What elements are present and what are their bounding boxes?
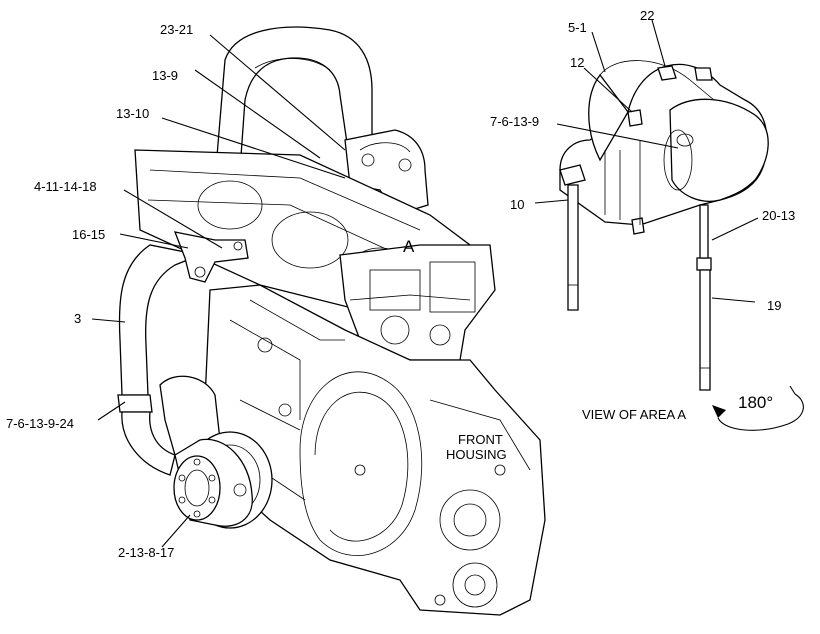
callout-22: 22	[640, 8, 654, 23]
callout-13-10: 13-10	[116, 106, 149, 121]
coolant-tube	[117, 231, 249, 476]
callout-7-6-13-9-24: 7-6-13-9-24	[6, 416, 74, 431]
rotation-arrow	[712, 385, 804, 431]
view-caption: VIEW OF AREA A	[582, 407, 686, 422]
area-marker-a: A	[403, 237, 415, 256]
front-housing-label-2: HOUSING	[446, 447, 507, 462]
callouts: 23-21 13-9 13-10 4-11-14-18 16-15 3 7-6-…	[6, 8, 795, 560]
callout-23-21: 23-21	[160, 22, 193, 37]
callout-7-6-13-9: 7-6-13-9	[490, 114, 539, 129]
callout-10: 10	[510, 197, 524, 212]
callout-4-11-14-18: 4-11-14-18	[34, 179, 97, 194]
callout-12: 12	[570, 55, 584, 70]
inset-view-area-a	[559, 60, 769, 391]
callout-13-9: 13-9	[152, 68, 178, 83]
callout-2-13-8-17: 2-13-8-17	[118, 545, 174, 560]
front-housing-label-1: FRONT	[458, 432, 503, 447]
pump-pulley	[159, 375, 273, 529]
callout-5-1: 5-1	[568, 20, 587, 35]
callout-3: 3	[74, 311, 81, 326]
engine-assembly	[134, 26, 546, 616]
leader-lines	[91, 19, 759, 548]
pump-bracket	[339, 244, 496, 361]
callout-19: 19	[767, 298, 781, 313]
callout-16-15: 16-15	[72, 227, 105, 242]
callout-20-13: 20-13	[762, 208, 795, 223]
rotation-label: 180°	[738, 393, 773, 412]
